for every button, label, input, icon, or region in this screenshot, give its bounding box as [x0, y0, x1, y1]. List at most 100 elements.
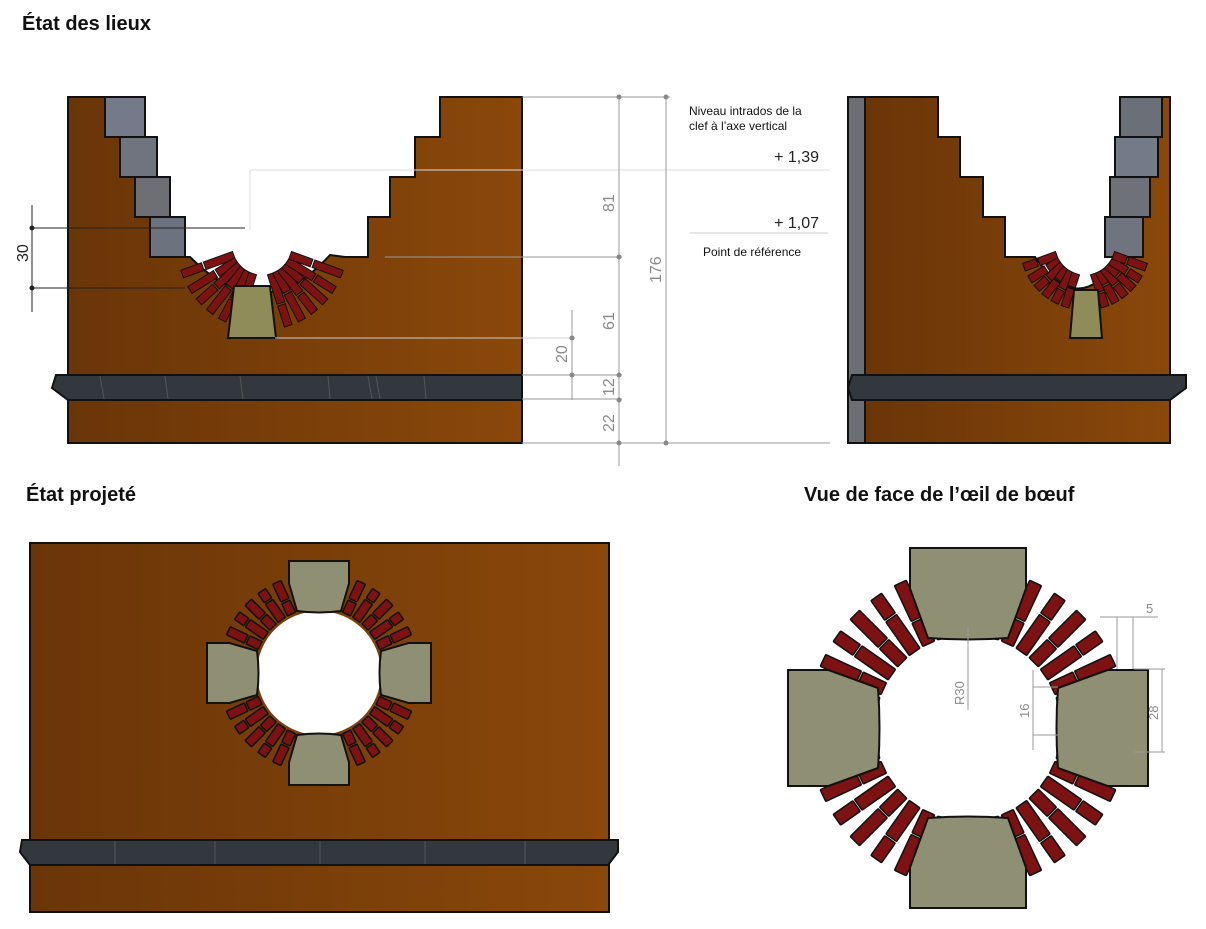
ledge-projected [18, 839, 619, 866]
arch-brick [187, 256, 240, 295]
keystone [909, 815, 1027, 909]
brick [244, 715, 277, 748]
arch-brick [288, 250, 344, 279]
arch-brick [1111, 250, 1149, 272]
brick [361, 598, 394, 631]
stone-block [1114, 136, 1159, 178]
keystone [787, 669, 881, 787]
arch-brick [1103, 261, 1137, 293]
arch-brick [1021, 250, 1059, 272]
arch-brick [1041, 265, 1071, 300]
wall-side-base [864, 399, 1171, 444]
brick [1040, 630, 1104, 681]
brick [870, 800, 921, 864]
arch-brick [195, 261, 244, 306]
dimension-lines [31, 96, 830, 466]
stone-block [149, 216, 186, 258]
stone-block [1104, 216, 1144, 258]
brick [1040, 775, 1104, 826]
front-dimension-lines [967, 616, 1165, 753]
existing-section-view [50, 96, 523, 444]
brick [234, 706, 269, 735]
arch-brick [1099, 265, 1129, 300]
dim-176: 176 [648, 256, 665, 283]
dim-12: 12 [601, 378, 618, 396]
title-existing: État des lieux [22, 13, 151, 35]
arch-brick [205, 265, 248, 316]
level-top: + 1,39 [774, 149, 819, 166]
oculus-opening [257, 611, 381, 735]
brick [1015, 592, 1066, 656]
projected-view [18, 542, 619, 913]
dim-16: 16 [1017, 704, 1032, 718]
brick [832, 775, 896, 826]
brick [352, 723, 381, 758]
keystone [288, 560, 350, 614]
dim-81: 81 [601, 194, 618, 212]
brick [369, 706, 404, 735]
brick [1015, 800, 1066, 864]
keystone [206, 642, 260, 704]
dim-r30: R30 [952, 681, 967, 705]
stone-block [1119, 96, 1163, 138]
stone-block [104, 96, 146, 138]
stone-block [119, 136, 158, 178]
brick [849, 609, 908, 668]
brick [375, 626, 412, 651]
arch-brick [1107, 256, 1143, 284]
dim-61: 61 [601, 312, 618, 330]
arch-brick [180, 250, 236, 279]
keystone-side [1068, 289, 1104, 339]
oculus-opening [878, 638, 1058, 818]
brick [234, 611, 269, 640]
brick [272, 580, 297, 617]
brick [341, 729, 366, 766]
note-line-1: Niveau intrados de la [689, 104, 802, 118]
arch-brick [1060, 271, 1081, 309]
stone-block [1109, 176, 1151, 218]
arch-brick [284, 256, 337, 295]
brick [1049, 760, 1117, 802]
brick [257, 723, 286, 758]
brick [226, 695, 263, 720]
arch-brick [1094, 268, 1120, 305]
title-projected: État projeté [26, 484, 137, 506]
oculus-projected [206, 560, 432, 786]
ledge-side [846, 374, 1187, 401]
brick [849, 788, 908, 847]
keystone-section [226, 285, 278, 339]
level-reference: + 1,07 [774, 215, 819, 232]
oculus-front-view: R30 16 28 5 [787, 547, 1165, 909]
stone-block [134, 176, 171, 218]
dim-22: 22 [601, 414, 618, 432]
brick [361, 715, 394, 748]
keystone [378, 642, 432, 704]
note-line-2: clef à l’axe vertical [689, 119, 787, 133]
brick [894, 809, 936, 877]
ledge [50, 374, 523, 401]
brick [832, 630, 896, 681]
brick [1028, 609, 1087, 668]
brick [352, 588, 381, 623]
arch-brick [1027, 256, 1063, 284]
dim-20: 20 [554, 345, 571, 363]
title-front-view: Vue de face de l’œil de bœuf [804, 484, 1075, 506]
reference-label: Point de référence [703, 245, 801, 259]
keystone [909, 547, 1027, 641]
keystone [288, 732, 350, 786]
brick [272, 729, 297, 766]
dim-30: 30 [15, 244, 32, 262]
brick [257, 588, 286, 623]
brick [244, 598, 277, 631]
dim-5: 5 [1146, 601, 1153, 616]
wall-base [67, 399, 523, 444]
brick [375, 695, 412, 720]
brick [226, 626, 263, 651]
dimension-dots [29, 94, 669, 446]
keystone [1055, 669, 1149, 787]
brick [341, 580, 366, 617]
brick [369, 611, 404, 640]
existing-side-view [846, 96, 1187, 444]
brick [870, 592, 921, 656]
